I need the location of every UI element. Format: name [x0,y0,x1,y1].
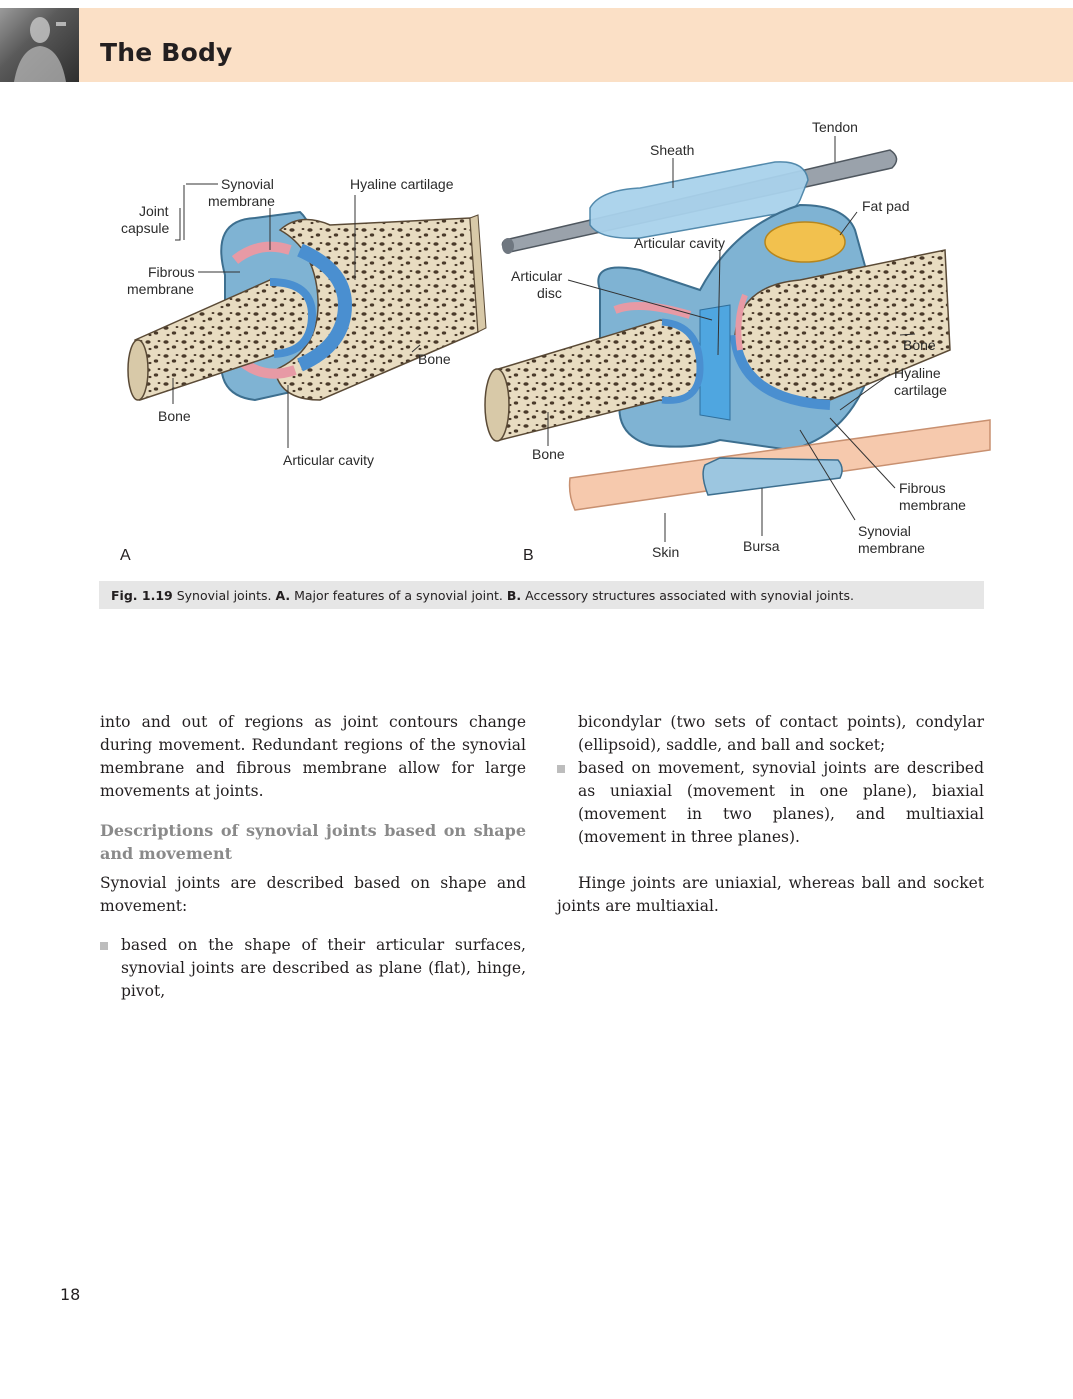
label-a-bone-right: Bone [418,351,451,367]
left-paragraph-1: into and out of regions as joint contour… [100,713,526,800]
bullet-square-icon [557,765,565,773]
bullet-2-text: based on movement, synovial joints are d… [578,759,984,846]
label-a-joint-capsule-line2: capsule [121,220,169,236]
label-b-articular-disc-line2: disc [537,285,562,301]
label-b-bone-right: Bone [903,337,936,353]
figure-caption-box [99,581,984,609]
bullet-1-text: based on the shape of their articular su… [121,936,526,1000]
bullet-1-continued-text: bicondylar (two sets of contact points),… [578,713,984,754]
label-b-articular-cavity: Articular cavity [634,235,725,251]
label-b-synovial-membrane-line1: Synovial [858,523,911,539]
chapter-thumbnail-image [0,8,79,82]
caption-b-label: B. [506,588,522,603]
label-b-hyaline-cartilage-line2: cartilage [894,382,947,398]
label-a-articular-cavity: Articular cavity [283,452,374,468]
label-b-articular-disc-line1: Articular [511,268,563,284]
panel-b-illustration [484,149,991,511]
label-a-fibrous-membrane-line2: membrane [127,281,194,297]
right-column: bicondylar (two sets of contact points),… [557,711,984,918]
label-a-synovial-membrane-line2: membrane [208,193,275,209]
bullet-square-icon [100,942,108,950]
label-b-fibrous-membrane-line2: membrane [899,497,966,513]
list-item: based on the shape of their articular su… [100,934,526,1003]
label-a-fibrous-membrane-line1: Fibrous [148,264,195,280]
caption-a-label: A. [275,588,291,603]
figure-leader-lines [172,136,916,542]
caption-text-2: Major features of a synovial joint. [290,588,507,603]
figure-caption: Fig. 1.19 Synovial joints. A. Major feat… [111,588,854,603]
label-a-joint-capsule-line1: Joint [139,203,169,219]
section-heading: Descriptions of synovial joints based on… [100,821,526,863]
synovial-joint-figure: Synovial membrane Joint capsule Hyaline … [120,119,991,564]
label-b-sheath: Sheath [650,142,694,158]
section-title: The Body [100,38,233,67]
panel-a-letter: A [120,547,131,564]
chapter-header-band [0,8,1073,82]
label-a-synovial-membrane-line1: Synovial [221,176,274,192]
page-number: 18 [60,1285,81,1304]
caption-fig-label: Fig. 1.19 [111,588,173,603]
list-item: based on movement, synovial joints are d… [557,757,984,849]
panel-b-letter: B [523,547,534,564]
label-a-bone-left: Bone [158,408,191,424]
body-figure-icon [14,17,66,82]
label-b-fibrous-membrane-line1: Fibrous [899,480,946,496]
label-b-bone-left: Bone [532,446,565,462]
label-b-synovial-membrane-line2: membrane [858,540,925,556]
label-a-hyaline-cartilage: Hyaline cartilage [350,176,454,192]
left-column: into and out of regions as joint contour… [100,711,526,1003]
panel-a-illustration [127,210,487,402]
label-b-tendon: Tendon [812,119,858,135]
label-b-bursa: Bursa [743,538,780,554]
right-paragraph: Hinge joints are uniaxial, whereas ball … [557,874,984,915]
label-b-fat-pad: Fat pad [862,198,909,214]
label-b-hyaline-cartilage-line1: Hyaline [894,365,941,381]
label-b-skin: Skin [652,544,679,560]
caption-text-3: Accessory structures associated with syn… [521,588,854,603]
left-paragraph-2: Synovial joints are described based on s… [100,874,526,915]
caption-text-1: Synovial joints. [172,588,276,603]
